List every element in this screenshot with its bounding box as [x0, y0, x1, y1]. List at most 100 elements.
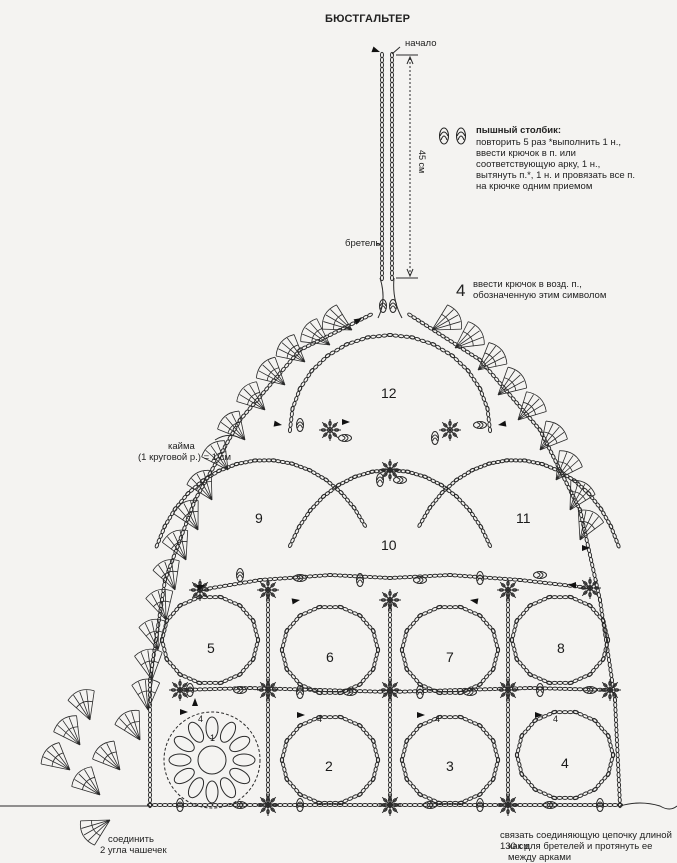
puff-stitch-icon — [463, 688, 477, 696]
right-edge-chain — [612, 696, 623, 809]
motif-cell-outline — [417, 682, 443, 696]
motif-cell-outline — [357, 666, 376, 688]
motif-cell-outline — [477, 722, 496, 744]
edging-fan — [186, 469, 213, 501]
edging-fan — [53, 715, 81, 746]
strap-chain — [380, 171, 384, 282]
four-line-1: ввести крючок в возд. п., — [473, 279, 582, 290]
column-chain — [388, 596, 392, 809]
join-label-2: 2 угла чашечек — [100, 845, 167, 856]
puff-stitch-icon — [533, 571, 547, 579]
motif-cell-outline — [417, 604, 443, 618]
motif-cell-outline — [404, 722, 423, 744]
edging-fan — [555, 450, 583, 481]
motif-2-label: 2 — [325, 758, 333, 774]
motif-12-outline — [430, 342, 456, 359]
puff-stitch-icon — [413, 576, 427, 584]
motif-cell-outline — [457, 604, 483, 618]
motif-5-label: 5 — [207, 640, 215, 656]
row-chain — [446, 572, 524, 583]
motif-cell-outline — [532, 787, 558, 801]
start-label: начало — [405, 38, 437, 49]
motif-10-outline — [307, 493, 327, 514]
edging-fan — [255, 356, 286, 386]
motif-9-outline — [306, 467, 330, 483]
puff-stitch-icon — [476, 571, 484, 585]
motif-9-outline — [162, 506, 178, 530]
motif-cell-outline — [477, 666, 496, 688]
edging-fan — [67, 689, 95, 721]
edging-fan — [477, 342, 508, 371]
edging-fan — [217, 410, 246, 441]
motif-9-label: 9 — [255, 510, 263, 526]
motif-junction — [497, 579, 519, 601]
motif-cell-outline — [357, 722, 376, 744]
edging-label-2: (1 круговой р.) = 1 см — [138, 452, 231, 463]
motif-junction — [379, 459, 401, 481]
motif-cell-outline — [357, 776, 376, 798]
motif-junction — [599, 679, 621, 701]
left-edge-chain — [297, 312, 373, 353]
motif-junction — [257, 579, 279, 601]
motif-junction — [169, 679, 191, 701]
motif-cell-outline — [237, 656, 256, 678]
puff-stitch-icon — [393, 476, 407, 484]
marker-4: 4 — [317, 714, 323, 724]
motif-cell-outline — [567, 672, 593, 686]
puff-stitch-icon — [536, 683, 544, 697]
motif-cell-outline — [217, 594, 243, 608]
edging-fan — [454, 321, 485, 349]
puff-stitch-icon — [338, 434, 352, 442]
motif-junction — [319, 419, 341, 441]
motif-cell-outline — [457, 714, 483, 728]
motif-cell-outline — [371, 737, 381, 764]
motif-cell-outline — [284, 666, 303, 688]
four-symbol: 4 — [456, 281, 466, 300]
puff-line-2: ввести крючок в п. или — [476, 148, 576, 159]
four-line-2: обозначенную этим символом — [473, 290, 607, 301]
motif-cell-outline — [519, 717, 538, 739]
motif-junction — [379, 794, 401, 816]
motif-junction — [379, 589, 401, 611]
motif-6-label: 6 — [326, 649, 334, 665]
motif-cell-outline — [592, 771, 611, 793]
edging-fan — [134, 648, 163, 681]
puff-stitch-icon — [296, 798, 304, 812]
motif-cell-outline — [491, 737, 501, 764]
base-line — [0, 802, 677, 810]
puff-line-1: повторить 5 раз *выполнить 1 н., — [476, 137, 621, 148]
puff-stitch-icon — [296, 418, 304, 432]
strap-chain — [390, 51, 394, 174]
edging-fan — [539, 420, 568, 451]
motif-12-outline — [485, 405, 493, 434]
motif-1-flower — [163, 711, 261, 809]
puff-stitch-icon — [176, 798, 184, 812]
edging-fan — [569, 479, 596, 511]
edging-fan — [431, 304, 463, 331]
motif-cell-outline — [592, 717, 611, 739]
edging-fan — [275, 334, 306, 363]
puff-stitch-icon — [416, 685, 424, 699]
puff-stitch-icon — [236, 568, 244, 582]
motif-cell-outline — [606, 732, 616, 759]
edging-fan — [79, 819, 111, 846]
motif-7-label: 7 — [446, 649, 454, 665]
edging-fan — [114, 709, 141, 741]
motif-cell-outline — [217, 672, 243, 686]
edging-fan — [497, 366, 528, 396]
left-edge-chain — [148, 676, 152, 809]
chart-title: БЮСТГАЛЬТЕР — [325, 13, 411, 25]
motif-cell-outline — [601, 617, 611, 644]
motif-4-label: 4 — [561, 755, 569, 771]
start-arrow-icon — [273, 420, 282, 427]
strap-chain — [390, 171, 394, 282]
start-arrow-icon — [582, 545, 590, 551]
start-arrow-icon — [180, 709, 188, 715]
puff-stitch-icon — [431, 431, 439, 445]
motif-11-outline — [469, 461, 493, 473]
motif-junction — [257, 794, 279, 816]
motif-cell-outline — [404, 776, 423, 798]
join-label-1: соединить — [108, 834, 154, 845]
motif-junction — [579, 577, 601, 599]
